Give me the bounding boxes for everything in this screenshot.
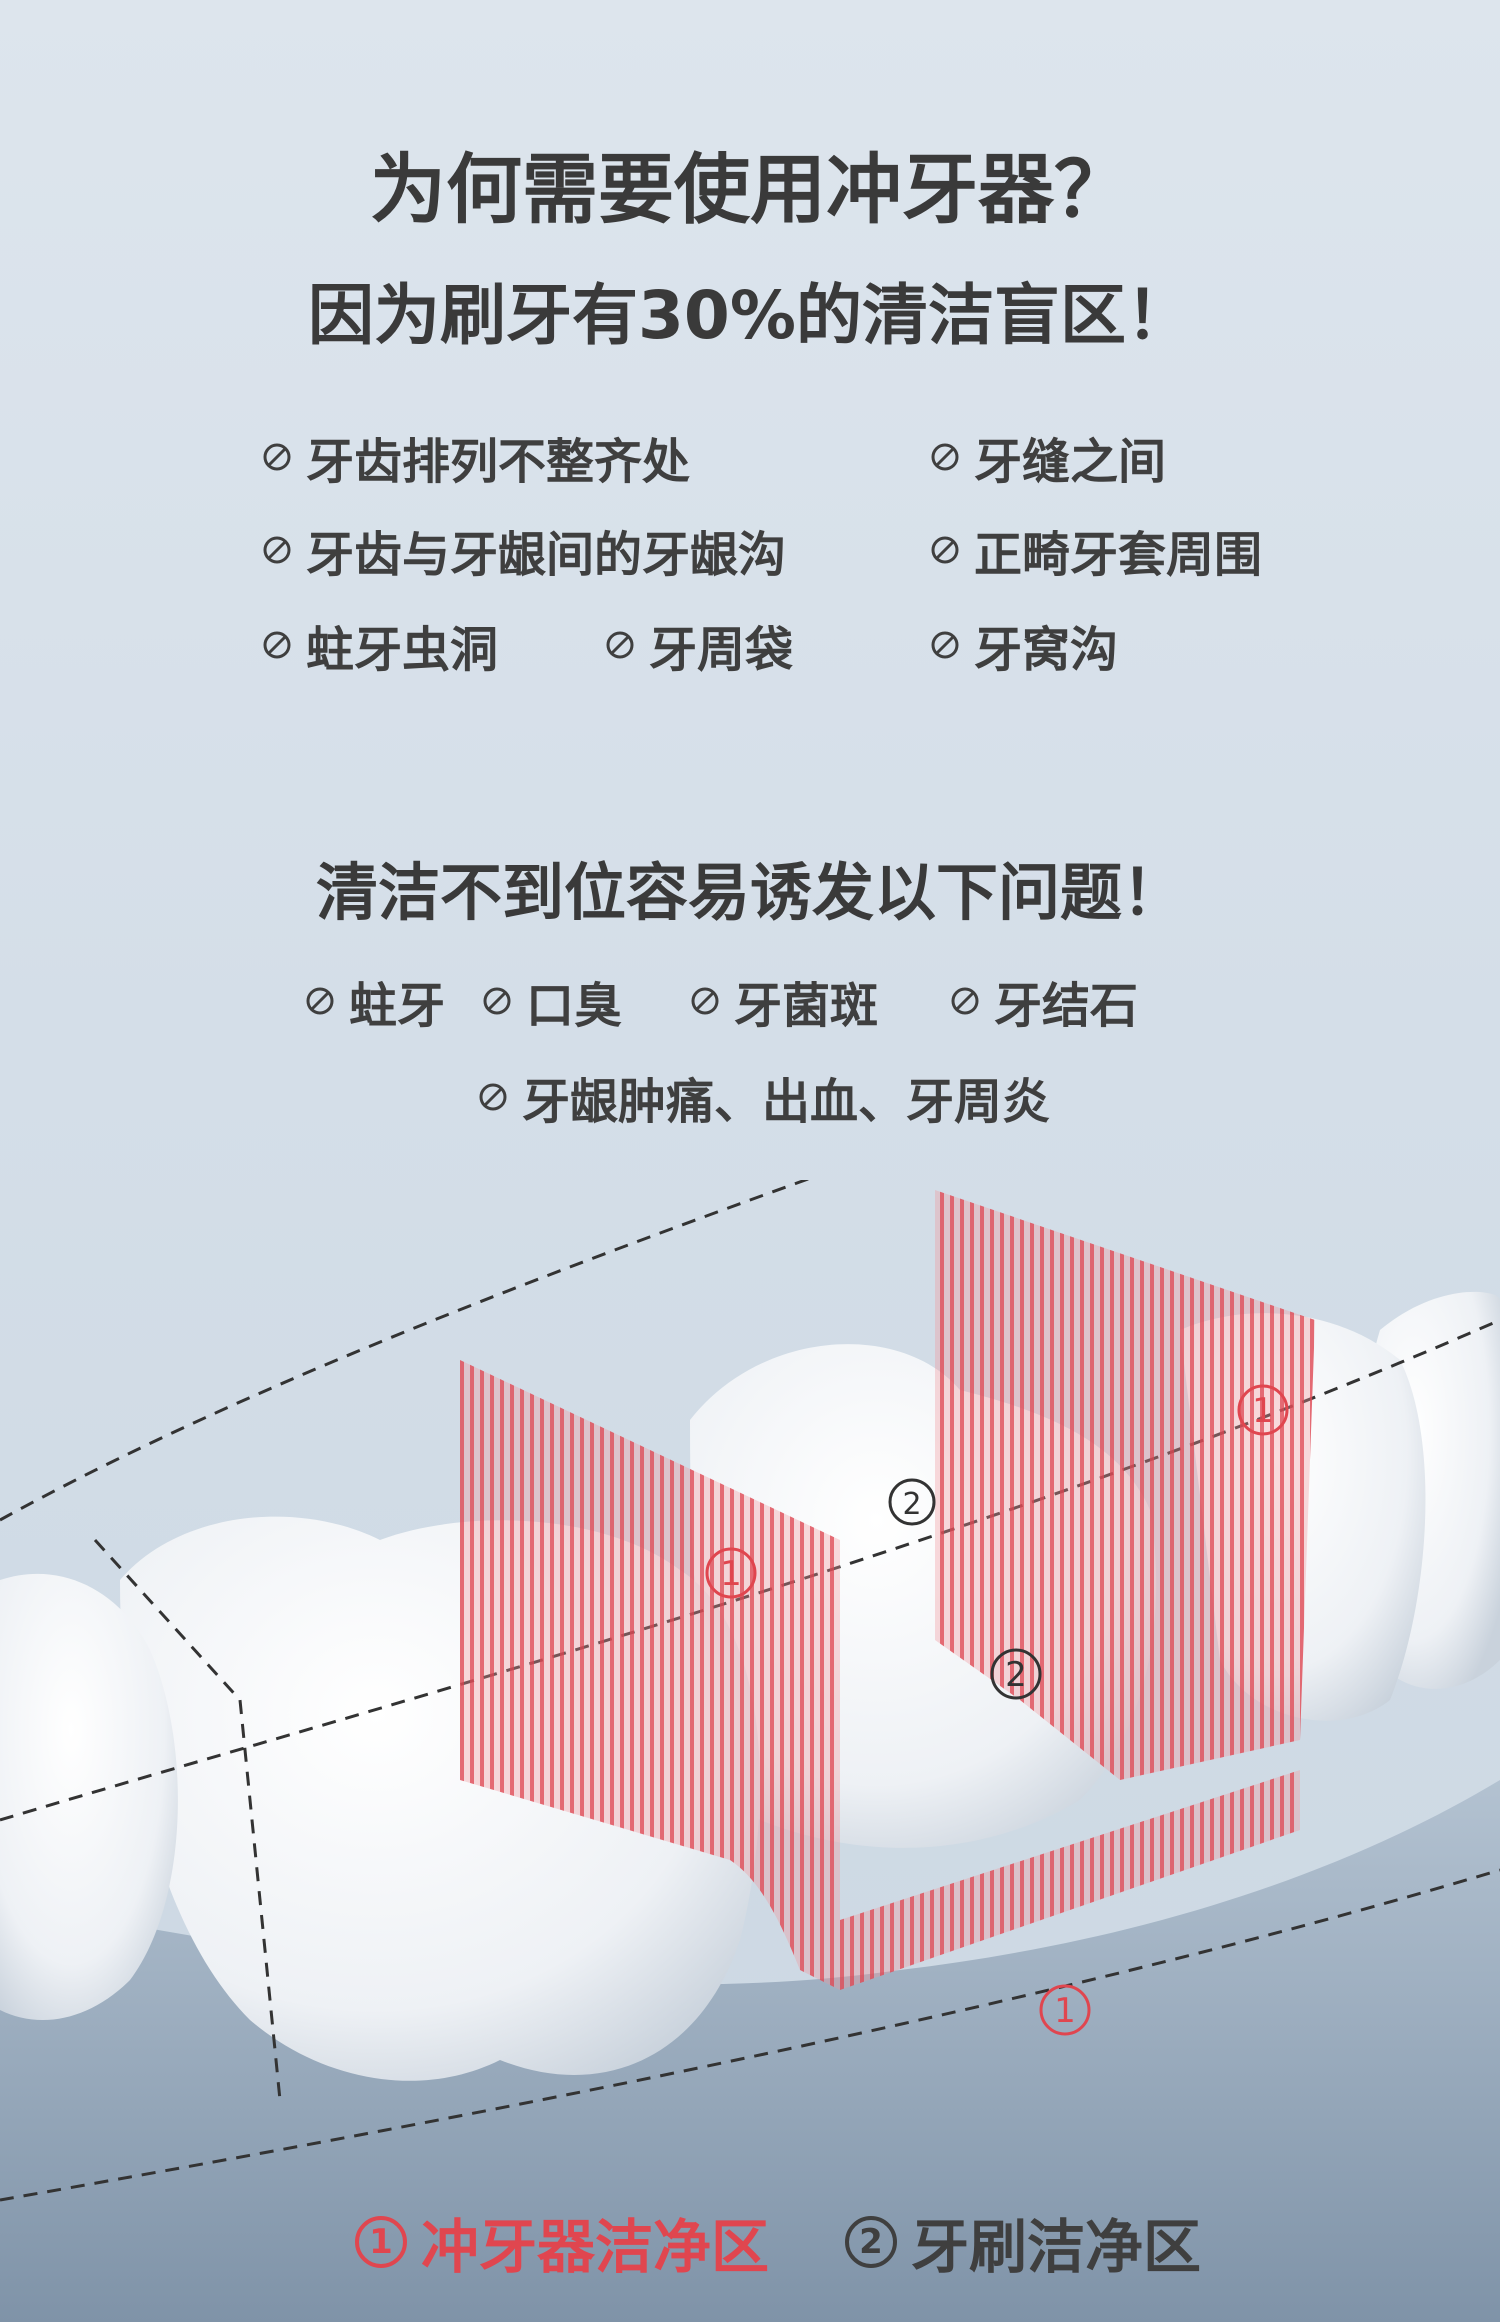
prohibited-icon <box>605 630 635 660</box>
zone1-label: 1 <box>1054 1991 1076 2031</box>
problem-label: 牙结石 <box>994 978 1139 1034</box>
blind-spot-label: 牙窝沟 <box>974 622 1119 678</box>
problem-label: 口臭 <box>526 978 623 1034</box>
zone1-label: 1 <box>720 1554 742 1594</box>
blind-spot-label: 牙缝之间 <box>974 434 1167 490</box>
prohibited-icon <box>930 442 960 472</box>
prohibited-icon <box>482 986 512 1016</box>
blind-spot-label: 正畸牙套周围 <box>974 527 1263 583</box>
zone1-marker: 1 <box>1039 1984 1091 2036</box>
page-title: 为何需要使用冲牙器？ <box>370 145 1130 234</box>
blind-spot-item: 牙缝之间 <box>930 422 1166 492</box>
problems-heading: 清洁不到位容易诱发以下问题！ <box>315 856 1184 929</box>
legend-number: 1 <box>355 2216 407 2268</box>
legend-label: 牙刷洁净区 <box>911 2213 1202 2281</box>
prohibited-icon <box>305 986 335 1016</box>
blind-spot-item: 牙窝沟 <box>930 610 1118 680</box>
problem-item: 口臭 <box>482 966 622 1036</box>
problem-item: 牙龈肿痛、出血、牙周炎 <box>478 1062 1050 1132</box>
gumline-zone <box>840 1770 1300 1990</box>
legend-toothbrush: 2 牙刷洁净区 <box>845 2200 1201 2284</box>
problem-label: 牙菌斑 <box>734 978 879 1034</box>
legend-label: 冲牙器洁净区 <box>421 2213 770 2281</box>
legend-number: 2 <box>845 2216 897 2268</box>
legend-waterflosser: 1 冲牙器洁净区 <box>355 2200 769 2284</box>
blind-spot-label: 牙齿排列不整齐处 <box>306 434 691 490</box>
problem-item: 牙菌斑 <box>690 966 878 1036</box>
blind-spot-label: 牙周袋 <box>649 622 794 678</box>
problem-item: 牙结石 <box>950 966 1138 1036</box>
blind-spot-item: 正畸牙套周围 <box>930 515 1262 585</box>
zone1-label: 1 <box>1252 1391 1274 1431</box>
zone1-marker: 1 <box>705 1547 757 1599</box>
blind-spot-item: 牙齿与牙龈间的牙龈沟 <box>262 515 786 585</box>
zone2-marker: 2 <box>990 1648 1042 1700</box>
teeth-cleaning-zones-illustration: 1 1 1 2 2 <box>0 1180 1500 2322</box>
problem-item: 蛀牙 <box>305 966 445 1036</box>
prohibited-icon <box>950 986 980 1016</box>
prohibited-icon <box>930 535 960 565</box>
zone2-label: 2 <box>902 1487 921 1522</box>
blind-spot-item: 牙周袋 <box>605 610 793 680</box>
dashed-guide <box>93 1538 282 2101</box>
zone2-marker: 2 <box>888 1478 936 1526</box>
subtitle: 因为刷牙有30%的清洁盲区！ <box>308 277 1192 354</box>
problem-label: 蛀牙 <box>349 978 446 1034</box>
interdental-zone-left <box>460 1360 840 1990</box>
prohibited-icon <box>690 986 720 1016</box>
blind-spot-label: 牙齿与牙龈间的牙龈沟 <box>306 527 787 583</box>
dashed-guide <box>0 1180 810 1522</box>
interdental-zone-right <box>935 1190 1315 1780</box>
prohibited-icon <box>930 630 960 660</box>
prohibited-icon <box>262 535 292 565</box>
prohibited-icon <box>262 442 292 472</box>
gum-shape <box>0 1780 1500 2322</box>
problem-label: 牙龈肿痛、出血、牙周炎 <box>522 1074 1051 1130</box>
prohibited-icon <box>262 630 292 660</box>
blind-spot-label: 蛀牙虫洞 <box>306 622 499 678</box>
blind-spot-item: 牙齿排列不整齐处 <box>262 422 690 492</box>
dashed-guide <box>0 1868 1500 2202</box>
molar-far-left <box>0 1573 178 2020</box>
prohibited-icon <box>478 1082 508 1112</box>
zone1-marker: 1 <box>1237 1384 1289 1436</box>
blind-spot-item: 蛀牙虫洞 <box>262 610 498 680</box>
zone2-label: 2 <box>1005 1655 1027 1695</box>
